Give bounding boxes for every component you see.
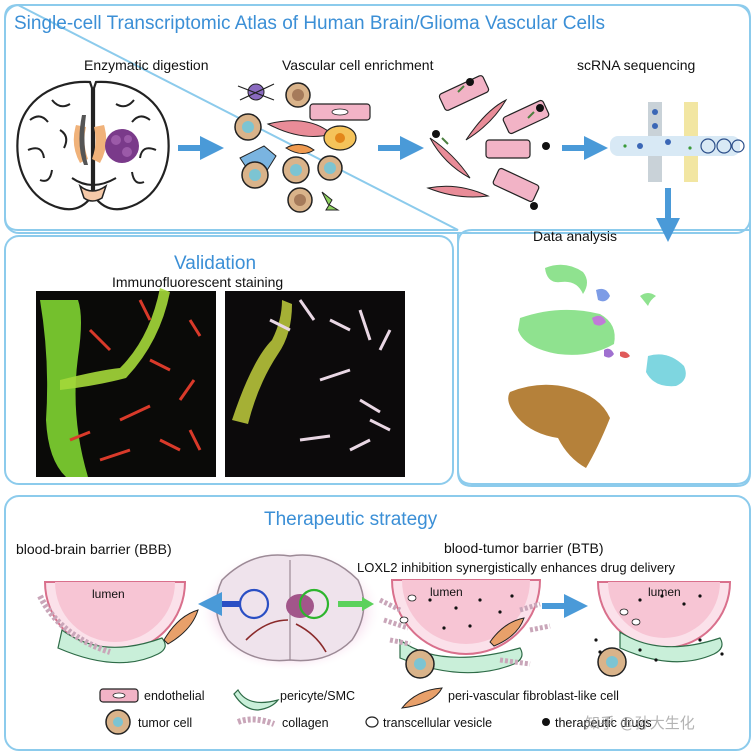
enriched-vascular-cells — [426, 75, 550, 210]
btb-lumen-label: lumen — [430, 585, 463, 599]
bbb-label: blood-brain barrier (BBB) — [16, 541, 172, 557]
legend-pericyte-label: pericyte/SMC — [280, 689, 355, 703]
legend-pericyte-swatch — [233, 689, 280, 711]
step-data-analysis: Data analysis — [533, 228, 617, 244]
legend-drugs-label: therapeutic drugs — [555, 716, 652, 730]
legend-collagen-swatch — [236, 716, 276, 727]
legend-fibroblast-label: peri-vascular fibroblast-like cell — [448, 689, 619, 703]
legend-fibroblast-swatch — [400, 687, 443, 709]
page-title: Single-cell Transcriptomic Atlas of Huma… — [14, 13, 605, 34]
legend-endothelial-label: endothelial — [144, 689, 204, 703]
microfluidic-chip — [610, 102, 745, 182]
legend-tumor-label: tumor cell — [138, 716, 192, 730]
legend: endothelial pericyte/SMC peri-vascular f… — [99, 687, 652, 735]
legend-vesicle-label: transcellular vesicle — [383, 716, 492, 730]
arrow-to-btb-head — [362, 597, 374, 611]
therapeutic-title: Therapeutic strategy — [264, 509, 438, 530]
bbb-lumen-label: lumen — [92, 587, 125, 601]
treated-btb-vessel — [594, 581, 732, 677]
if-image-left — [36, 288, 216, 477]
legend-drugs-swatch — [542, 718, 550, 726]
legend-vesicle-swatch — [365, 716, 379, 728]
validation-title: Validation — [174, 253, 256, 274]
validation-subtitle: Immunofluorescent staining — [112, 274, 283, 290]
brain-coronal-illustration — [16, 80, 170, 211]
analysis-panel-frame — [457, 225, 751, 485]
btb-label: blood-tumor barrier (BTB) — [444, 540, 604, 556]
therapeutic-panel-frame — [4, 495, 751, 751]
watermark: 知乎 @孙大生化 — [585, 714, 695, 732]
step-enzymatic-digestion: Enzymatic digestion — [84, 57, 209, 73]
step-scrna-sequencing: scRNA sequencing — [577, 57, 695, 73]
top-panel-frame — [4, 4, 751, 234]
treated-lumen-label: lumen — [648, 585, 681, 599]
center-brain — [198, 548, 382, 672]
step-vascular-enrichment: Vascular cell enrichment — [282, 57, 434, 73]
umap-plot — [508, 264, 686, 468]
if-image-right — [225, 291, 405, 477]
bbb-vessel — [37, 581, 199, 664]
loxl2-text: LOXL2 inhibition synergistically enhance… — [357, 560, 675, 575]
dissociated-cells — [234, 82, 371, 213]
btb-vessel — [378, 579, 551, 679]
legend-collagen-label: collagen — [282, 716, 329, 730]
